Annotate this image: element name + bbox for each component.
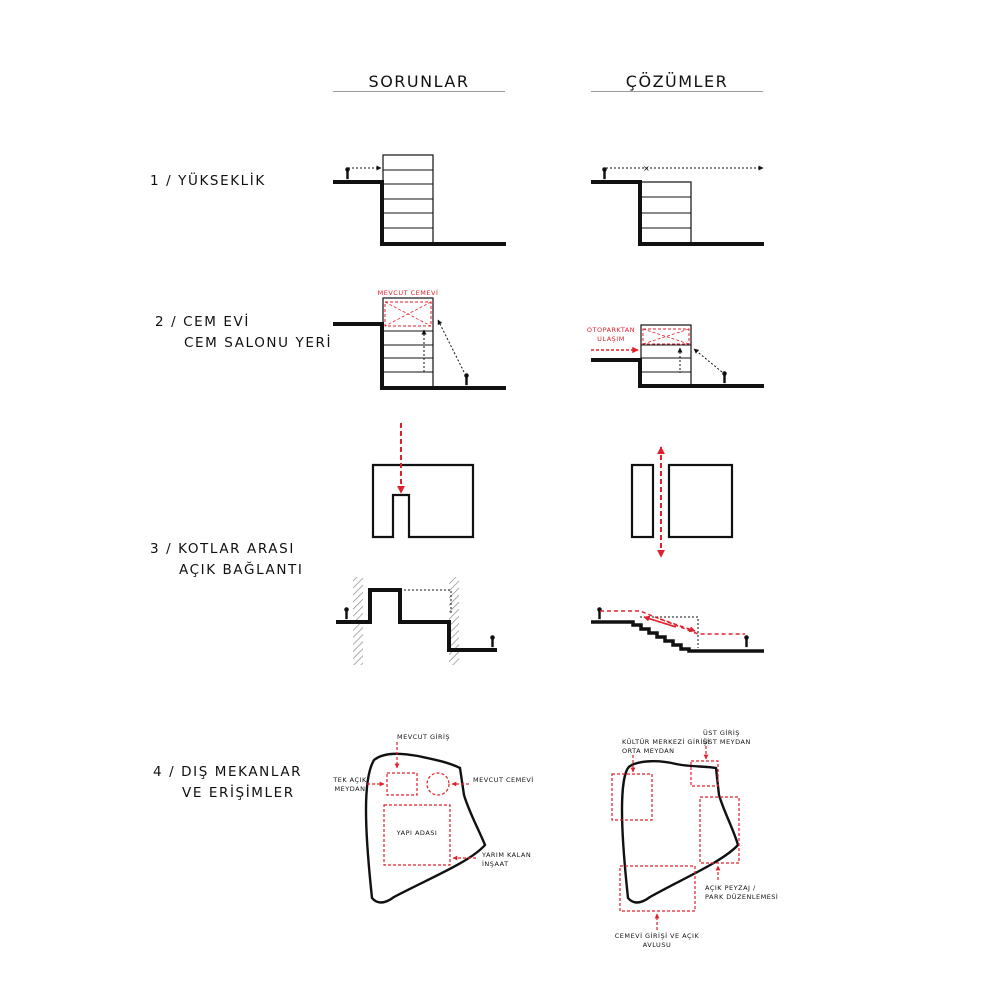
row-1-solution-diagram: × [591, 164, 764, 246]
kultur-note-line2: ORTA MEYDAN [622, 747, 675, 755]
person-icon [345, 167, 350, 180]
row-2-solution-diagram: OTOPARKTAN ULAŞIM [587, 324, 764, 388]
row-1-problem-diagram [333, 154, 506, 246]
cemevi-girisi-note-line2: AVLUSU [643, 941, 671, 949]
row-3-problem-section [336, 577, 497, 665]
row-3-problem-plan [371, 423, 475, 539]
ust-giris-note-line2: ÜST MEYDAN [703, 737, 751, 746]
yarim-kalan-note-line1: YARIM KALAN [481, 851, 531, 859]
otoparktan-note-line2: ULAŞIM [597, 335, 625, 343]
person-icon [722, 371, 727, 384]
person-icon [464, 373, 469, 386]
person-icon [490, 635, 495, 648]
mevcut-cemevi-note: MEVCUT CEMEVİ [378, 288, 439, 297]
header-solutions: ÇÖZÜMLER [625, 72, 729, 91]
row-3-solution-section [591, 607, 764, 653]
mevcut-cemevi-2-note: MEVCUT CEMEVİ [473, 775, 534, 784]
person-icon [744, 635, 749, 648]
otoparktan-note-line1: OTOPARKTAN [587, 326, 635, 334]
header-problems: SORUNLAR [368, 72, 470, 91]
row-4-solution-site: KÜLTÜR MERKEZİ GİRİŞİ ORTA MEYDAN ÜST Gİ… [611, 728, 778, 949]
row-2-problem-diagram: MEVCUT CEMEVİ [333, 288, 506, 390]
ust-giris-note-line1: ÜST GİRİŞ [703, 728, 740, 737]
tek-acik-note-line2: MEYDAN [335, 785, 366, 793]
acik-peyzaj-note-line2: PARK DÜZENLEMESİ [705, 892, 778, 901]
tek-acik-note-line1: TEK AÇIK [332, 776, 367, 784]
person-icon [344, 607, 349, 620]
kultur-note-line1: KÜLTÜR MERKEZİ GİRİŞİ [622, 737, 710, 746]
svg-text:×: × [643, 164, 650, 173]
row-4-problem-site: MEVCUT GİRİŞ TEK AÇIK MEYDAN MEVCUT CEME… [332, 732, 534, 904]
cemevi-girisi-note-line1: CEMEVİ GİRİŞİ VE AÇIK [615, 931, 700, 940]
yarim-kalan-note-line2: İNŞAAT [482, 859, 509, 868]
header-solutions-rule [591, 91, 763, 92]
person-icon [602, 167, 607, 180]
yapi-adasi-note: YAPI ADASI [396, 829, 438, 837]
row-1-label: 1 / YÜKSEKLİK [150, 173, 266, 189]
row-3-solution-plan [630, 446, 734, 558]
acik-peyzaj-note-line1: AÇIK PEYZAJ / [705, 884, 756, 892]
mevcut-giris-note: MEVCUT GİRİŞ [397, 732, 450, 741]
header-problems-rule [333, 91, 505, 92]
person-icon [597, 607, 602, 620]
